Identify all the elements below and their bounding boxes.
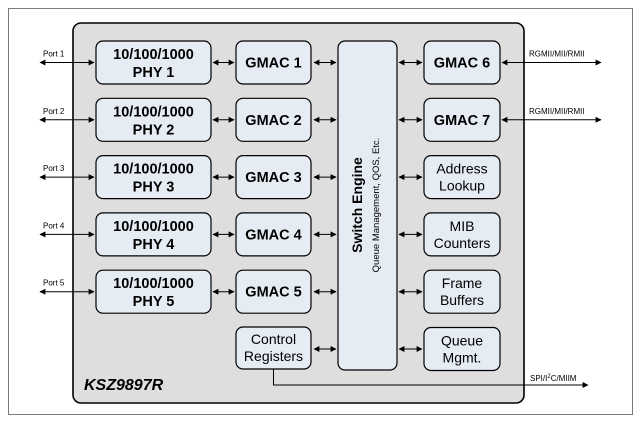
right-block-line1: Frame bbox=[442, 275, 483, 291]
phy-line2: PHY 3 bbox=[133, 180, 175, 196]
switch-engine-subtitle: Queue Management, QOS, Etc. bbox=[371, 138, 382, 273]
right-block bbox=[423, 155, 501, 200]
right-block-line1: Queue bbox=[441, 333, 483, 349]
phy-line1: 10/100/1000 bbox=[113, 162, 194, 178]
gmac-block bbox=[235, 269, 312, 314]
phy-line1: 10/100/1000 bbox=[113, 219, 194, 235]
phy-line2: PHY 2 bbox=[133, 122, 175, 138]
right-block-line2: Lookup bbox=[439, 178, 485, 194]
right-block bbox=[423, 212, 501, 257]
spi-label-sup: 2 bbox=[547, 374, 551, 380]
right-block bbox=[423, 97, 501, 142]
phy-line2: PHY 1 bbox=[133, 65, 175, 81]
gmac-block bbox=[235, 40, 312, 85]
phy-block bbox=[95, 212, 212, 257]
right-row-1: GMAC 6 RGMII/MII/RMII bbox=[398, 40, 602, 85]
control-line2: Registers bbox=[244, 348, 303, 364]
switch-engine-block bbox=[337, 40, 398, 371]
gmac-block bbox=[235, 97, 312, 142]
gmac-block bbox=[235, 212, 312, 257]
phy-block bbox=[95, 40, 212, 85]
port-label: Port 1 bbox=[43, 50, 65, 59]
spi-label: SPI/I2C/MIIM bbox=[530, 374, 577, 383]
right-block-line1: MIB bbox=[450, 218, 475, 234]
ext-interface-label: RGMII/MII/RMII bbox=[529, 50, 585, 59]
right-block-line1: Address bbox=[436, 161, 487, 177]
port-label: Port 4 bbox=[43, 221, 65, 230]
port-label: Port 3 bbox=[43, 164, 65, 173]
right-block-line1: GMAC 6 bbox=[434, 56, 490, 72]
gmac-label: GMAC 4 bbox=[245, 227, 301, 243]
port-label: Port 5 bbox=[43, 279, 65, 288]
gmac-label: GMAC 5 bbox=[245, 285, 301, 301]
right-row-2: GMAC 7 RGMII/MII/RMII bbox=[398, 97, 602, 142]
control-line1: Control bbox=[251, 331, 296, 347]
ext-interface-label: RGMII/MII/RMII bbox=[529, 107, 585, 116]
phy-block bbox=[95, 269, 212, 314]
chip-name: KSZ9897R bbox=[84, 377, 164, 394]
right-block bbox=[423, 40, 501, 85]
right-block bbox=[423, 326, 501, 372]
phy-line1: 10/100/1000 bbox=[113, 104, 194, 120]
gmac-label: GMAC 1 bbox=[245, 56, 301, 72]
spi-label-pre: SPI/I bbox=[530, 374, 547, 383]
phy-block bbox=[95, 155, 212, 200]
control-registers: Control Registers SPI/I2C/MIIM bbox=[235, 326, 589, 388]
port-label: Port 2 bbox=[43, 107, 65, 116]
gmac-label: GMAC 2 bbox=[245, 113, 301, 129]
gmac-block bbox=[235, 155, 312, 200]
switch-engine-label: Switch Engine Queue Management, QOS, Etc… bbox=[349, 138, 382, 273]
switch-engine-title: Switch Engine bbox=[349, 157, 365, 253]
phy-line1: 10/100/1000 bbox=[113, 47, 194, 63]
right-block-line1: GMAC 7 bbox=[434, 113, 490, 129]
phy-line2: PHY 4 bbox=[133, 237, 175, 253]
phy-line1: 10/100/1000 bbox=[113, 276, 194, 292]
right-block bbox=[423, 269, 501, 314]
right-block-line2: Mgmt. bbox=[443, 350, 482, 366]
right-block-line2: Buffers bbox=[440, 292, 484, 308]
gmac-label: GMAC 3 bbox=[245, 170, 301, 186]
phy-line2: PHY 5 bbox=[133, 294, 175, 310]
spi-connector bbox=[273, 369, 589, 388]
right-rows: GMAC 6 RGMII/MII/RMII GMAC 7 RGMII/MII/RMII… bbox=[398, 40, 602, 372]
phy-block bbox=[95, 97, 212, 142]
right-block-line2: Counters bbox=[434, 235, 491, 251]
spi-label-post: C/MIIM bbox=[551, 374, 577, 383]
